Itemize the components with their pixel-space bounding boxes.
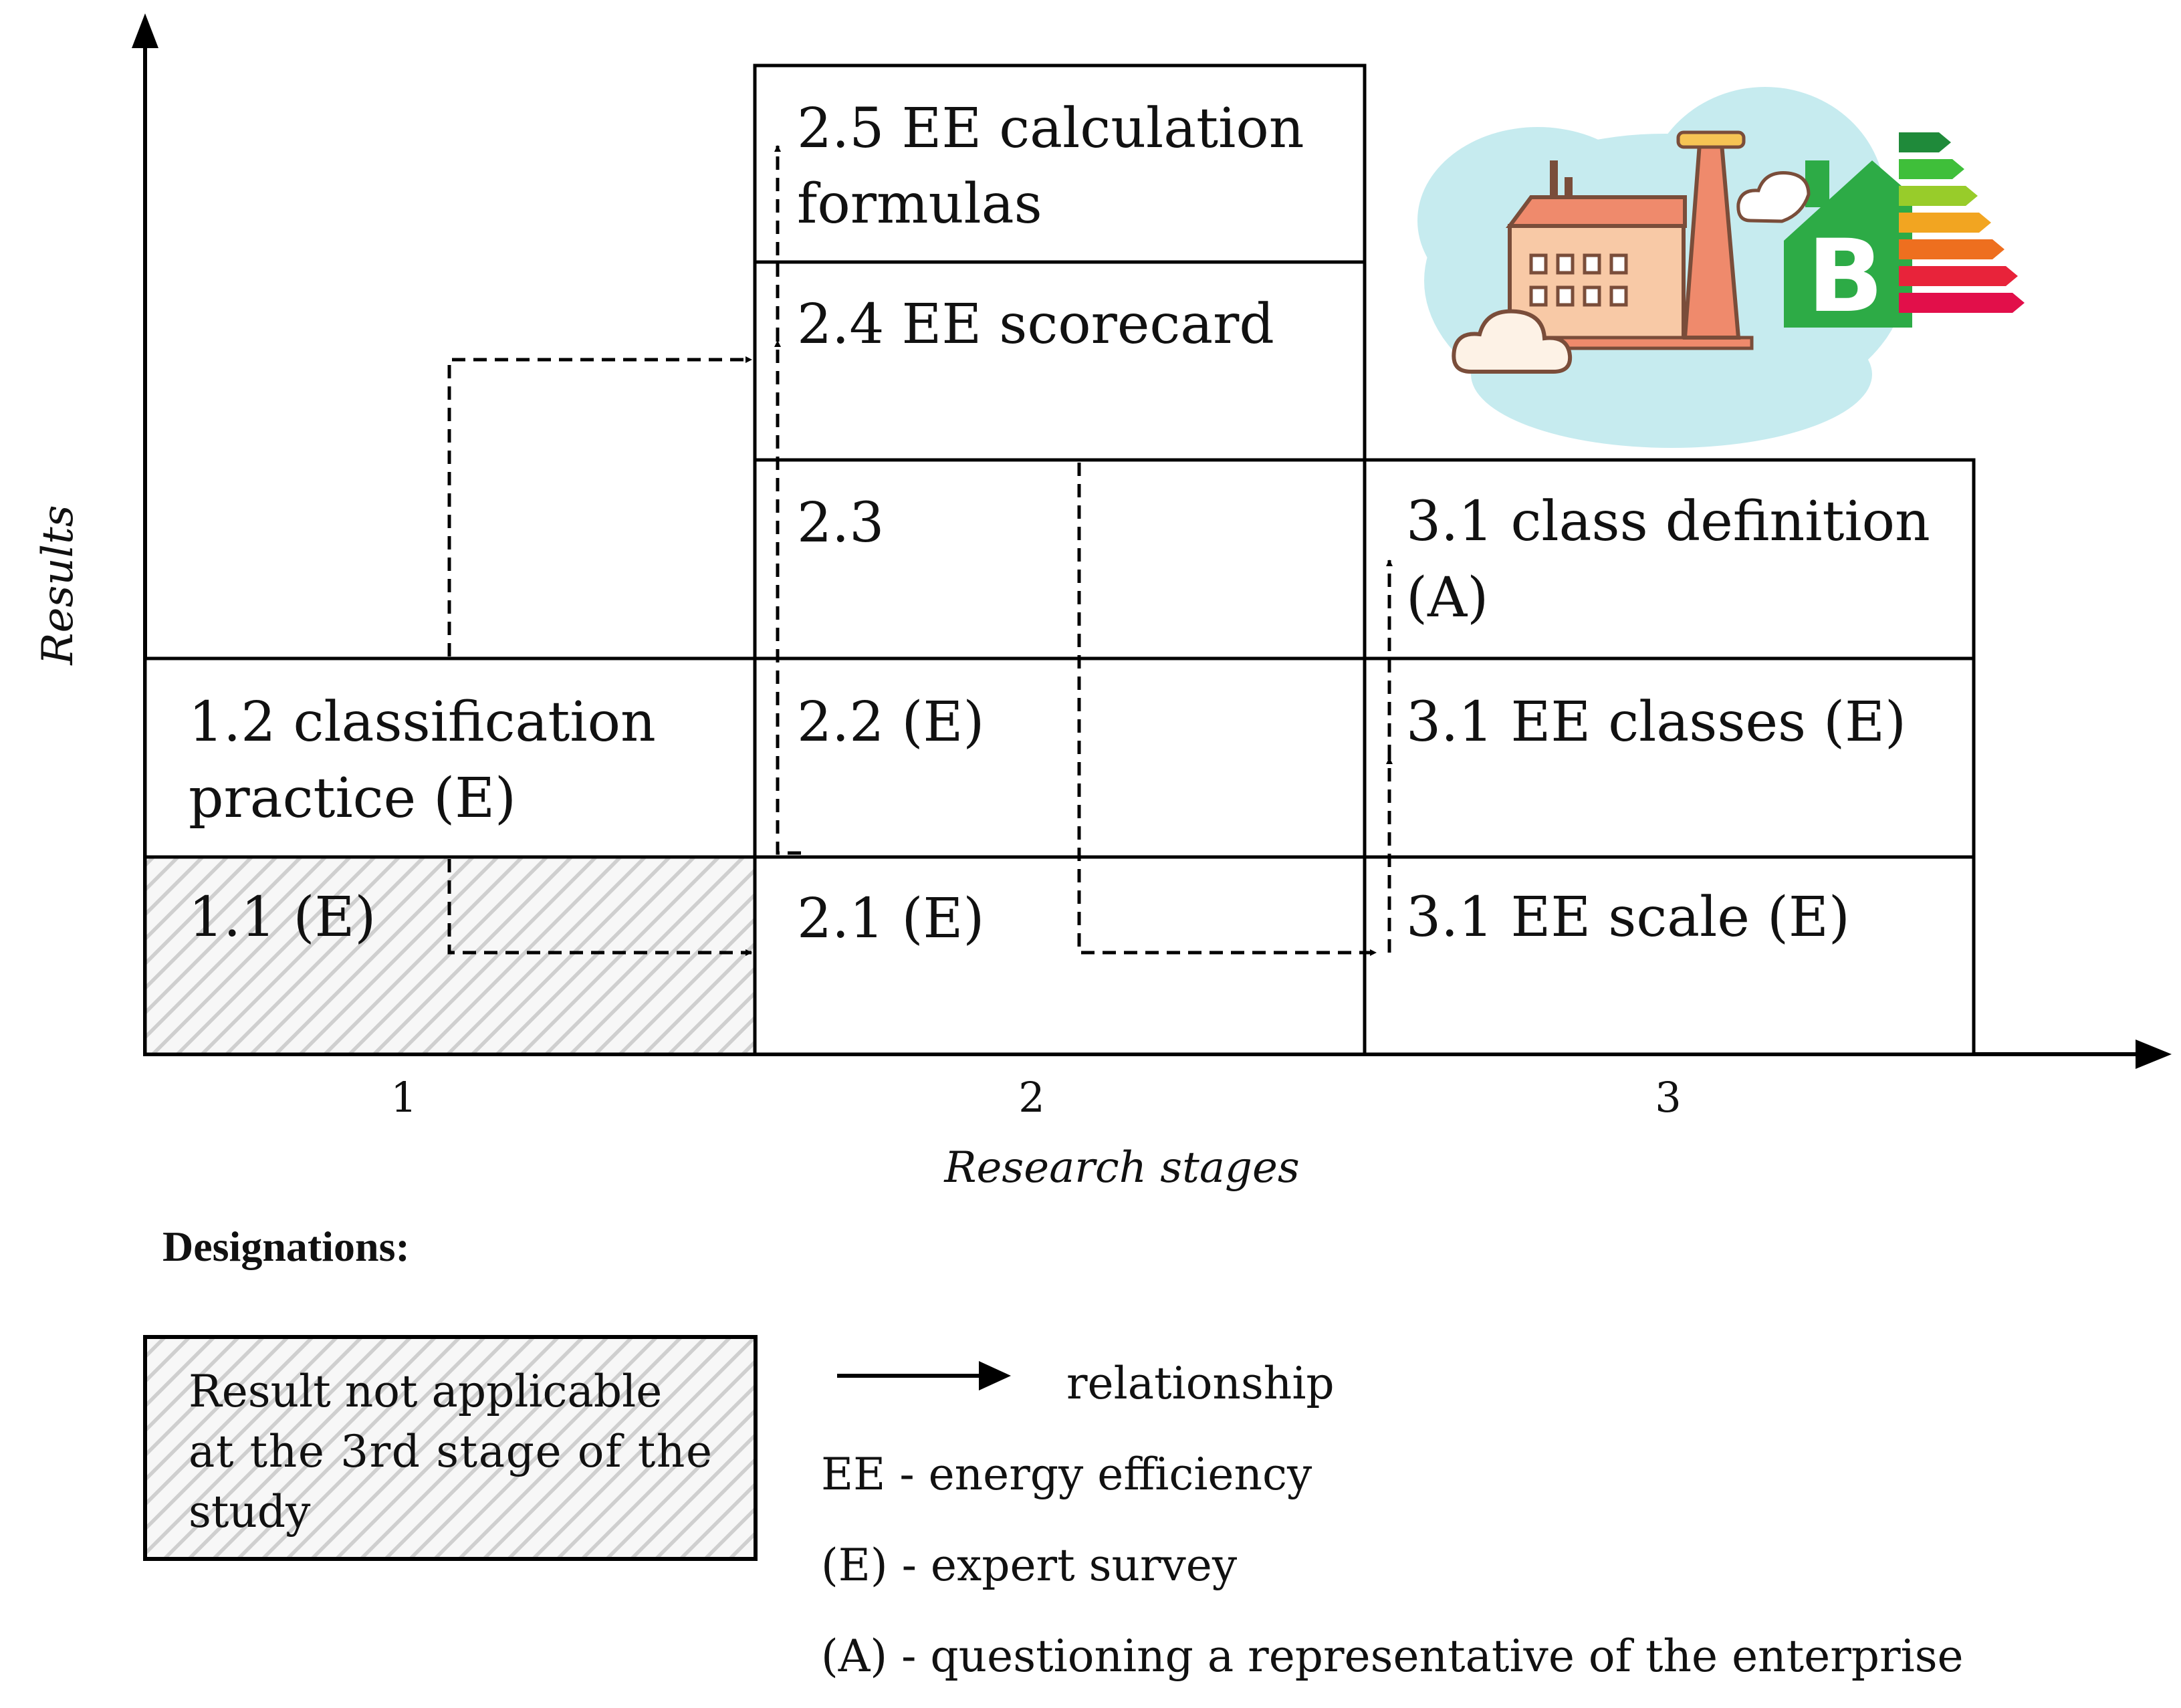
arrow-2-3-to-3-1-scale (1077, 463, 1377, 956)
cell-1-1-label: 1.1 (E) (189, 886, 376, 949)
cell-3-1-scale-label: 3.1 EE scale (E) (1406, 886, 1850, 949)
stage-tick-1: 1 (390, 1073, 417, 1122)
cell-3-1-definition-label-line2: (A) (1406, 566, 1488, 630)
factory-vent (1565, 177, 1573, 199)
legend-hatch-text-line3: study (189, 1486, 311, 1538)
y-axis-arrow-icon (132, 13, 158, 48)
factory-windows (1529, 253, 1628, 307)
legend-heading: Designations: (162, 1223, 410, 1270)
y-axis-title: Results (33, 505, 83, 665)
cell-3-1-scale (1363, 855, 1976, 1056)
cell-2-5 (753, 64, 1367, 264)
small-cloud-right (1736, 171, 1811, 223)
house-chimney (1805, 160, 1829, 207)
stage-tick-2: 2 (1018, 1073, 1044, 1122)
legend-abbrev-ee: EE - energy efficiency (821, 1449, 1312, 1500)
legend-hatch-box (143, 1335, 758, 1561)
energy-class-letter: B (1807, 219, 1883, 335)
energy-efficient-factory-icon: B (1417, 87, 2025, 448)
cell-3-1-definition (1363, 458, 1976, 660)
arrow-1-2-to-2-4 (447, 356, 752, 656)
stage-tick-3: 3 (1655, 1073, 1681, 1122)
cell-2-1-label: 2.1 (E) (797, 887, 984, 951)
legend-abbrev-a: (A) - questioning a representative of th… (821, 1630, 1964, 1682)
stage-3-column: 3.1 EE scale (E) 3.1 EE classes (E) 3.1 … (1363, 458, 1976, 1056)
arrow-1-1-to-2-1 (447, 859, 752, 956)
relationship-arrows (447, 145, 1393, 956)
legend-abbrev-e: (E) - expert survey (821, 1540, 1238, 1591)
arrow-2-2-to-2-4 (774, 340, 801, 855)
small-cloud (1452, 309, 1573, 374)
energy-house (1784, 160, 1912, 328)
stage-1-column: 1.1 (E) 1.2 classification practice (E) (143, 656, 757, 1056)
legend-hatch-text-line1: Result not applicable (189, 1366, 662, 1417)
cell-2-5-label-line2: formulas (797, 172, 1042, 236)
legend-hatch-text-line2: at the 3rd stage of the (189, 1426, 712, 1477)
cell-2-3 (753, 458, 1367, 660)
cell-3-1-definition-label: 3.1 class definition (1406, 490, 1930, 554)
legend-relationship-label: relationship (1066, 1358, 1335, 1409)
cell-2-4 (753, 260, 1367, 462)
x-axis-title: Research stages (943, 1143, 1299, 1193)
legend: Designations: Result not applicable at t… (143, 1223, 1964, 1682)
factory-wall (1508, 224, 1686, 345)
cell-2-2-label: 2.2 (E) (797, 691, 984, 754)
cell-1-2-label: 1.2 classification (189, 691, 656, 754)
cell-1-2-label-line2: practice (E) (189, 767, 516, 830)
relationship-arrowhead-icon (979, 1361, 1011, 1390)
x-axis-arrow-icon (2136, 1040, 2172, 1069)
cell-2-3-label: 2.3 (797, 491, 884, 555)
chimney-cap (1676, 130, 1746, 149)
stage-2-column: 2.1 (E) 2.2 (E) 2.3 2.4 EE scorecard 2.5… (753, 64, 1367, 1056)
factory-roof (1506, 195, 1687, 228)
cell-3-1-classes-label: 3.1 EE classes (E) (1406, 691, 1906, 754)
cell-1-2 (143, 656, 757, 859)
cell-2-5-label: 2.5 EE calculation (797, 97, 1304, 160)
factory-vent (1550, 160, 1558, 199)
energy-class-bars (1899, 132, 2025, 313)
cell-2-2 (753, 656, 1367, 859)
cell-3-1-classes (1363, 656, 1976, 859)
cell-2-1 (753, 855, 1367, 1056)
cell-2-4-label: 2.4 EE scorecard (797, 293, 1274, 356)
